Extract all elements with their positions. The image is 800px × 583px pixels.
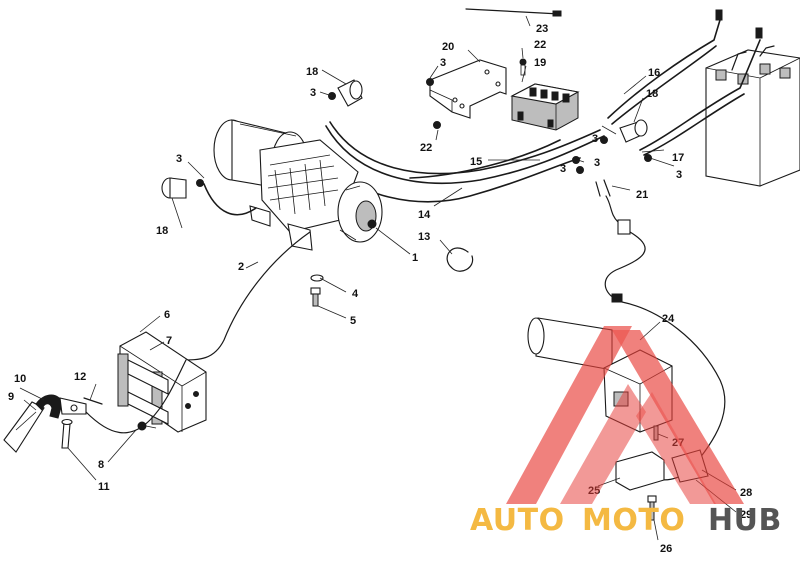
winch-rope (179, 231, 311, 361)
bracket-screw-bottom (433, 121, 441, 129)
label-part-3-top: 3 (310, 87, 316, 99)
winch-power-cable-short (409, 139, 561, 179)
bracket-screw-top (519, 58, 527, 76)
label-part-3-right-1: 3 (592, 133, 598, 145)
watermark-triangle-right (612, 330, 744, 504)
label-part-6: 6 (164, 309, 170, 321)
solenoid-bracket (429, 59, 507, 119)
watermark-inner-left (560, 384, 646, 504)
clamp-screw (647, 495, 657, 521)
label-part-18-top: 18 (306, 66, 318, 78)
winch-assembly (213, 119, 383, 251)
label-part-19: 19 (534, 57, 546, 69)
watermark-text-auto: AUTO (470, 503, 565, 538)
battery-terminal-bolt-1 (715, 9, 723, 21)
watermark-text: AUTO MOTO HUB (470, 503, 782, 538)
label-part-9: 9 (8, 391, 14, 403)
tow-strap (3, 401, 45, 453)
label-part-2: 2 (238, 261, 244, 273)
label-part-23: 23 (536, 23, 548, 35)
terminal-boot-right (619, 119, 648, 143)
label-part-3-right-2: 3 (676, 169, 682, 181)
label-part-20: 20 (442, 41, 454, 53)
winch-ground-lead (203, 183, 257, 216)
winch-hook (35, 394, 87, 419)
label-part-28: 28 (740, 487, 752, 499)
snap-ring (446, 247, 474, 272)
label-part-3-bracket: 3 (440, 57, 446, 69)
terminal-boot-left (161, 177, 187, 199)
label-part-13: 13 (418, 231, 430, 243)
label-part-21: 21 (636, 189, 648, 201)
label-part-26: 26 (660, 543, 672, 555)
label-part-7: 7 (166, 335, 172, 347)
watermark-logo (506, 326, 744, 504)
label-part-17: 17 (672, 152, 684, 164)
label-part-22-top: 22 (534, 39, 546, 51)
label-part-15: 15 (470, 156, 482, 168)
hook-pin (83, 397, 103, 405)
label-part-1: 1 (412, 252, 418, 264)
label-part-4: 4 (352, 288, 359, 300)
clevis-pin (61, 418, 73, 449)
battery (705, 45, 800, 187)
rope-to-hook (85, 359, 187, 434)
terminal-boot-top (337, 79, 363, 107)
terminal-nut-middle-2 (576, 166, 584, 174)
watermark-text-hub: HUB (708, 503, 782, 538)
battery-cable-negative (639, 39, 761, 156)
battery-terminal-bolt-2 (755, 27, 763, 39)
label-part-12: 12 (74, 371, 86, 383)
label-part-3-middle-2: 3 (560, 163, 566, 175)
label-part-8: 8 (98, 459, 104, 471)
roller-fairlead (117, 331, 207, 433)
terminal-nut-right-2 (644, 154, 652, 162)
label-part-10: 10 (14, 373, 26, 385)
label-part-11: 11 (98, 481, 110, 493)
mounting-bolt (310, 287, 321, 307)
label-part-3-left: 3 (176, 153, 182, 165)
winch-contactor (510, 83, 580, 131)
switch-clamp (615, 451, 665, 491)
terminal-nut-left (196, 179, 204, 187)
label-part-5: 5 (350, 315, 356, 327)
switch-harness (595, 179, 726, 481)
label-part-16: 16 (648, 67, 660, 79)
label-part-18-right: 18 (646, 88, 658, 100)
mounting-washer (310, 274, 324, 282)
cable-tie (465, 8, 562, 17)
label-part-29: 29 (740, 509, 752, 521)
watermark-triangle-left (506, 326, 632, 504)
label-part-14: 14 (418, 209, 431, 221)
bracket-nut (426, 78, 434, 86)
label-part-18-left: 18 (156, 225, 168, 237)
label-part-3-middle: 3 (594, 157, 600, 169)
label-part-24: 24 (662, 313, 675, 325)
battery-cable-positive (607, 19, 721, 125)
watermark-text-moto: MOTO (582, 503, 685, 538)
part-labels: 1 2 3 3 3 3 3 3 3 4 5 6 7 8 9 10 11 12 1… (8, 23, 752, 555)
watermark-inner-right (636, 392, 716, 504)
label-part-22-bottom: 22 (420, 142, 432, 154)
